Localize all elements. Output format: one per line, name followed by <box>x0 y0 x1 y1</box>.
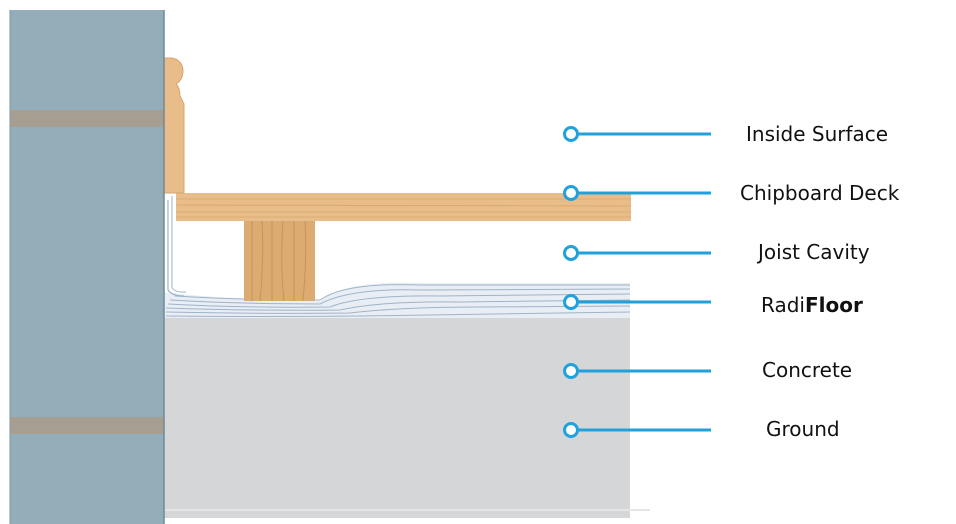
leader-concrete <box>563 363 711 379</box>
label-chipboard-deck: Chipboard Deck <box>740 181 900 205</box>
brick-wall <box>9 10 165 524</box>
leader-ground <box>563 422 711 438</box>
label-radifloor-prefix: Radi <box>761 293 805 317</box>
joist <box>244 220 315 302</box>
concrete-slab <box>164 318 630 518</box>
chipboard-deck <box>175 193 632 221</box>
label-joist-cavity: Joist Cavity <box>758 240 870 264</box>
leader-chipboard-deck <box>563 185 711 201</box>
leader-joist-cavity <box>563 245 711 261</box>
label-concrete: Concrete <box>762 358 853 382</box>
label-ground: Ground <box>766 417 840 441</box>
radifloor-layer <box>164 196 631 318</box>
label-inside-surface: Inside Surface <box>746 122 889 146</box>
leader-inside-surface <box>563 126 711 142</box>
label-radifloor-bold: Floor <box>804 293 863 317</box>
leader-radifloor <box>563 294 711 310</box>
label-radifloor: RadiFloor <box>761 293 863 317</box>
skirting-board <box>163 57 185 194</box>
